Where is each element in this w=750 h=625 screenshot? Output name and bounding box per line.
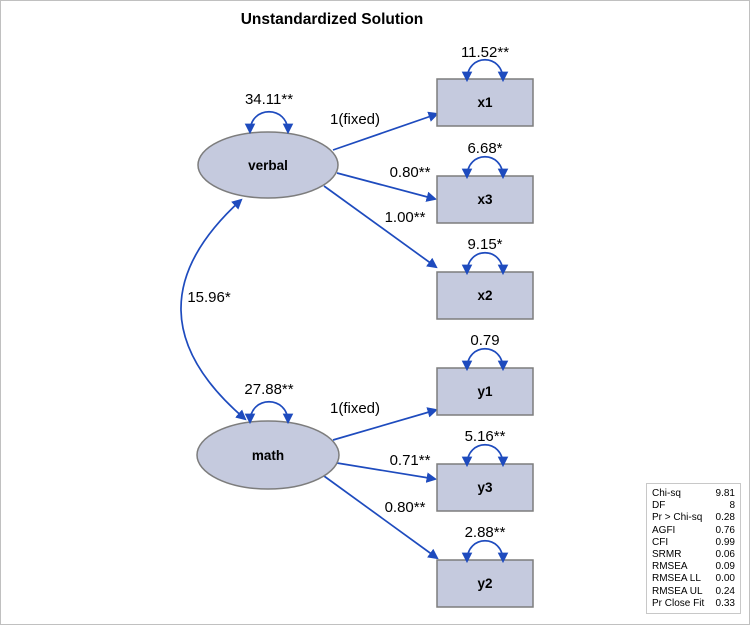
path-verbal-x3 — [336, 172, 438, 202]
path-label-verbal-x2: 1.00** — [385, 209, 426, 226]
fit-stat-label: Pr Close Fit — [652, 597, 705, 609]
variance-label-x1: 11.52** — [461, 44, 509, 61]
fit-stat-value: 0.99 — [715, 536, 735, 548]
variance-arc-y1 — [461, 347, 509, 372]
path-math-y1 — [332, 407, 439, 441]
node-x1-label: x1 — [477, 95, 493, 110]
fit-row: AGFI 0.76 — [652, 525, 735, 537]
path-verbal-x1 — [332, 111, 439, 151]
node-y3-label: y3 — [477, 480, 493, 495]
fit-stat-label: RMSEA UL — [652, 585, 703, 597]
variance-arc-y2 — [461, 539, 509, 564]
variance-label-math: 27.88** — [244, 381, 293, 398]
path-label-math-y3: 0.71** — [390, 452, 431, 469]
variance-arc-math — [244, 400, 294, 425]
variance-arc-y3 — [461, 443, 509, 468]
fit-stat-label: AGFI — [652, 524, 676, 536]
node-x2 — [436, 271, 534, 320]
fit-stat-label: DF — [652, 500, 666, 512]
node-y1 — [436, 367, 534, 416]
variance-label-y2: 2.88** — [465, 524, 506, 541]
node-math-label: math — [252, 448, 284, 463]
fit-row: RMSEA 0.09 — [652, 561, 735, 573]
fit-stat-value: 0.76 — [715, 524, 735, 536]
fit-stat-value: 0.28 — [715, 512, 735, 524]
fit-stat-label: CFI — [652, 536, 669, 548]
diagram-title: Unstandardized Solution — [241, 11, 424, 28]
variance-label-x2: 9.15* — [467, 236, 502, 253]
fit-row: Chi-sq 9.81 — [652, 488, 735, 500]
fit-stat-label: RMSEA LL — [652, 573, 701, 585]
node-y2-label: y2 — [477, 576, 492, 591]
path-math-y2 — [323, 475, 439, 560]
node-y3 — [436, 463, 534, 512]
node-y2 — [436, 559, 534, 608]
fit-stat-value: 9.81 — [715, 488, 735, 499]
fit-stat-label: Chi-sq — [652, 488, 681, 499]
fit-stat-label: SRMR — [652, 549, 682, 561]
fit-stat-value: 0.24 — [715, 585, 735, 597]
path-label-verbal-x1: 1(fixed) — [330, 111, 380, 128]
path-label-math-y2: 0.80** — [385, 499, 426, 516]
fit-stat-label: Pr > Chi-sq — [652, 512, 703, 524]
node-y1-label: y1 — [477, 384, 493, 399]
fit-row: Pr > Chi-sq 0.28 — [652, 512, 735, 524]
fit-row: CFI 0.99 — [652, 537, 735, 549]
node-verbal-label: verbal — [248, 158, 288, 173]
fit-stat-value: 8 — [729, 500, 735, 512]
fit-stat-value: 0.06 — [715, 549, 735, 561]
fit-row: RMSEA LL 0.00 — [652, 573, 735, 585]
variance-arc-x3 — [461, 155, 509, 180]
covariance-arrow-verbal-math — [180, 198, 247, 421]
path-label-math-y1: 1(fixed) — [330, 400, 380, 417]
variance-label-y1: 0.79 — [470, 332, 499, 349]
variance-label-x3: 6.68* — [467, 140, 502, 157]
fit-row: RMSEA UL 0.24 — [652, 586, 735, 598]
variance-arc-x2 — [461, 251, 509, 276]
fit-stat-value: 0.09 — [715, 561, 735, 573]
path-math-y3 — [336, 462, 438, 483]
fit-row: SRMR 0.06 — [652, 549, 735, 561]
fit-stat-value: 0.00 — [715, 573, 735, 585]
fit-row: DF 8 — [652, 500, 735, 512]
covariance-label: 15.96* — [187, 289, 231, 306]
node-x2-label: x2 — [477, 288, 492, 303]
fit-stat-label: RMSEA — [652, 561, 688, 573]
node-x3-label: x3 — [477, 192, 493, 207]
variance-label-y3: 5.16** — [465, 428, 506, 445]
fit-row: Pr Close Fit 0.33 — [652, 598, 735, 610]
variance-label-verbal: 34.11** — [245, 91, 293, 108]
fit-stat-value: 0.33 — [715, 597, 735, 609]
path-verbal-x2 — [323, 185, 438, 269]
variance-arc-verbal — [244, 110, 294, 135]
variance-arc-x1 — [461, 58, 509, 83]
path-label-verbal-x3: 0.80** — [390, 164, 431, 181]
